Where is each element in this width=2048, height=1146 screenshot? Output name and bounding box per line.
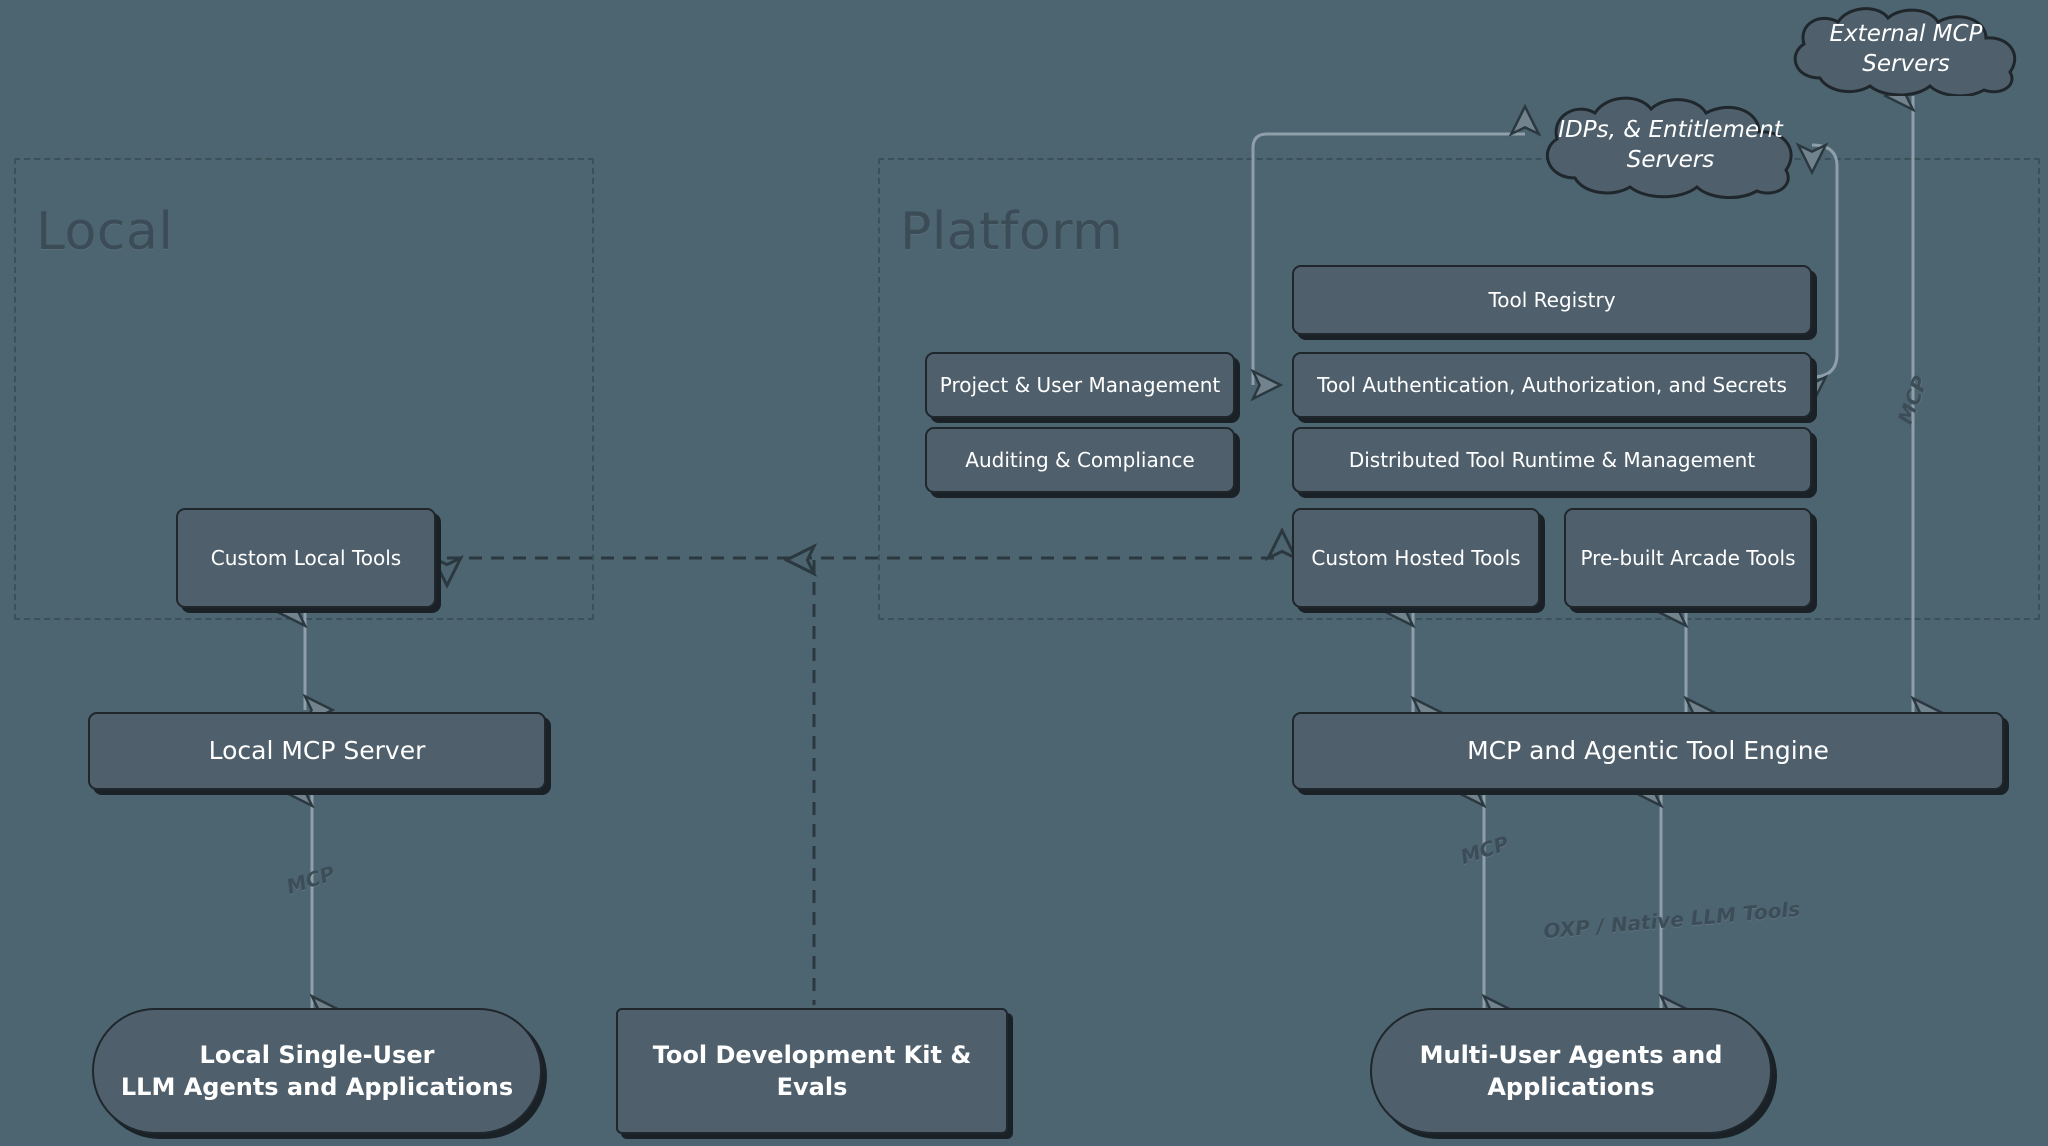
cloud-external-mcp-servers[interactable]: External MCP Servers bbox=[1778, 4, 2034, 96]
node-prebuilt-arcade-tools[interactable]: Pre-built Arcade Tools bbox=[1564, 508, 1812, 608]
node-local-agents-line-2: LLM Agents and Applications bbox=[120, 1073, 514, 1101]
cloud-idps-entitlement-servers-label: IDPs, & Entitlement Servers bbox=[1558, 117, 1783, 173]
node-local-single-user-llm-agents[interactable]: Local Single-User LLM Agents and Applica… bbox=[92, 1008, 542, 1134]
node-local-agents-line-1: Local Single-User bbox=[199, 1040, 435, 1069]
group-platform-label: Platform bbox=[900, 202, 1124, 262]
cloud-shape-icon bbox=[1545, 96, 1793, 199]
node-custom-local-tools[interactable]: Custom Local Tools bbox=[176, 508, 436, 608]
node-multiuser-agents-line-1: Multi-User Agents and bbox=[1419, 1040, 1723, 1069]
cloud-idps-entitlement-servers[interactable]: IDPs, & Entitlement Servers bbox=[1529, 92, 1812, 200]
node-local-mcp-server[interactable]: Local MCP Server bbox=[88, 712, 546, 790]
edge-label-mcp-local: MCP bbox=[283, 860, 338, 900]
node-auditing-compliance[interactable]: Auditing & Compliance bbox=[925, 427, 1235, 493]
node-custom-hosted-tools[interactable]: Custom Hosted Tools bbox=[1292, 508, 1540, 608]
node-tool-development-kit-evals[interactable]: Tool Development Kit & Evals bbox=[616, 1008, 1008, 1134]
node-tool-registry[interactable]: Tool Registry bbox=[1292, 265, 1812, 335]
edge-label-mcp-engine: MCP bbox=[1457, 830, 1512, 870]
edge-label-oxp-native-llm-tools: OXP / Native LLM Tools bbox=[1542, 896, 1802, 944]
group-local-label: Local bbox=[36, 202, 174, 262]
node-multiuser-agents-line-2: Applications bbox=[1487, 1073, 1655, 1101]
node-tool-authentication-authorization-secrets[interactable]: Tool Authentication, Authorization, and … bbox=[1292, 352, 1812, 418]
cloud-external-mcp-servers-label: External MCP Servers bbox=[1829, 21, 1983, 77]
node-multi-user-agents-and-applications[interactable]: Multi-User Agents and Applications bbox=[1370, 1008, 1772, 1134]
node-distributed-tool-runtime-management[interactable]: Distributed Tool Runtime & Management bbox=[1292, 427, 1812, 493]
node-project-user-management[interactable]: Project & User Management bbox=[925, 352, 1235, 418]
node-mcp-and-agentic-tool-engine[interactable]: MCP and Agentic Tool Engine bbox=[1292, 712, 2004, 790]
